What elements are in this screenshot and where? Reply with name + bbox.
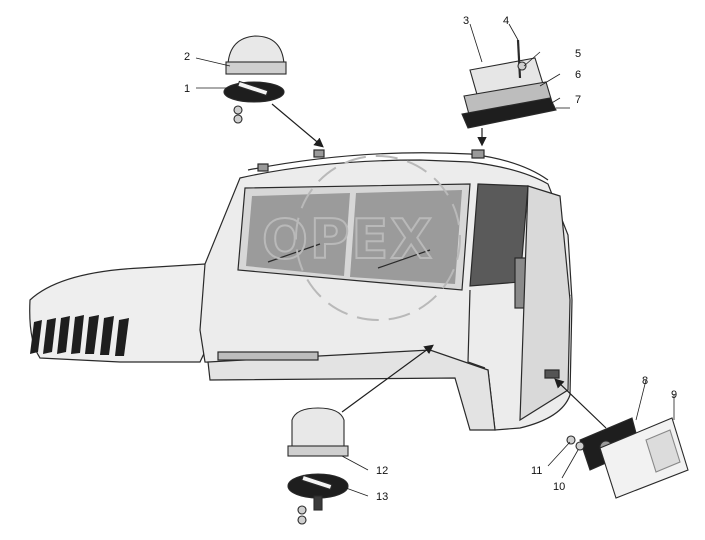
side-lamp-lens-inner (645, 429, 681, 473)
arrow-roof-beacon (271, 103, 324, 148)
roof-lamp-screw (516, 39, 522, 79)
windshield-glass-right (350, 190, 462, 284)
truck-cab (29, 149, 573, 431)
roof-beacon-assembly (223, 35, 287, 124)
callout-4: 4 (503, 15, 509, 27)
roof-lamp-clip (517, 61, 527, 71)
cab-beacon-ring (287, 445, 349, 457)
callout-7: 7 (575, 94, 581, 106)
cab-beacon-nut-lower (297, 515, 307, 525)
windshield-glass-left (246, 193, 350, 276)
roof-lamp-assembly (461, 39, 557, 129)
wiper-right (377, 249, 431, 269)
door-seam (467, 289, 486, 369)
beacon-base-strip (237, 80, 269, 97)
roof-lamp-gasket (461, 97, 557, 129)
side-lamp-nut (566, 435, 576, 445)
leader-lines (195, 23, 675, 497)
cab-side-panel (519, 185, 571, 422)
callout-9: 9 (671, 389, 677, 401)
beacon-ring (225, 61, 287, 75)
callout-6: 6 (575, 69, 581, 81)
watermark-text: OPEX (262, 208, 434, 271)
roof-line (247, 152, 549, 181)
beacon-nut-lower (233, 114, 243, 124)
callout-2: 2 (184, 51, 190, 63)
assembly-arrows (271, 103, 607, 429)
arrow-side-lamp (554, 378, 607, 429)
cab-beacon-nut-upper (297, 505, 307, 515)
cab-step (217, 351, 319, 361)
cab-beacon-stem (313, 495, 323, 511)
roof-marker-lamps (257, 149, 485, 172)
fender (207, 349, 496, 431)
cab-side-lamp (544, 369, 560, 379)
callout-8: 8 (642, 375, 648, 387)
callout-12: 12 (376, 465, 388, 477)
callout-10: 10 (553, 481, 565, 493)
callout-labels: 1 2 3 4 5 6 7 8 9 10 11 12 13 (184, 15, 677, 503)
side-lamp-assembly (566, 417, 689, 499)
cab-beacon-mount-strip (301, 474, 333, 491)
beacon-nut-upper (233, 105, 243, 115)
beacon-dome (227, 35, 285, 65)
callout-13: 13 (376, 491, 388, 503)
callout-3: 3 (463, 15, 469, 27)
cab-beacon-assembly (287, 407, 349, 525)
callout-5: 5 (575, 48, 581, 60)
watermark: OPEX (261, 155, 461, 321)
callout-1: 1 (184, 83, 190, 95)
wiper-left (267, 243, 321, 263)
side-lamp-washer (575, 441, 585, 451)
radiator-grille (30, 315, 129, 356)
watermark-gear (295, 155, 461, 321)
arrow-cab-beacon (341, 344, 434, 413)
cab-beacon-dome (291, 407, 345, 449)
callout-11: 11 (531, 465, 542, 477)
